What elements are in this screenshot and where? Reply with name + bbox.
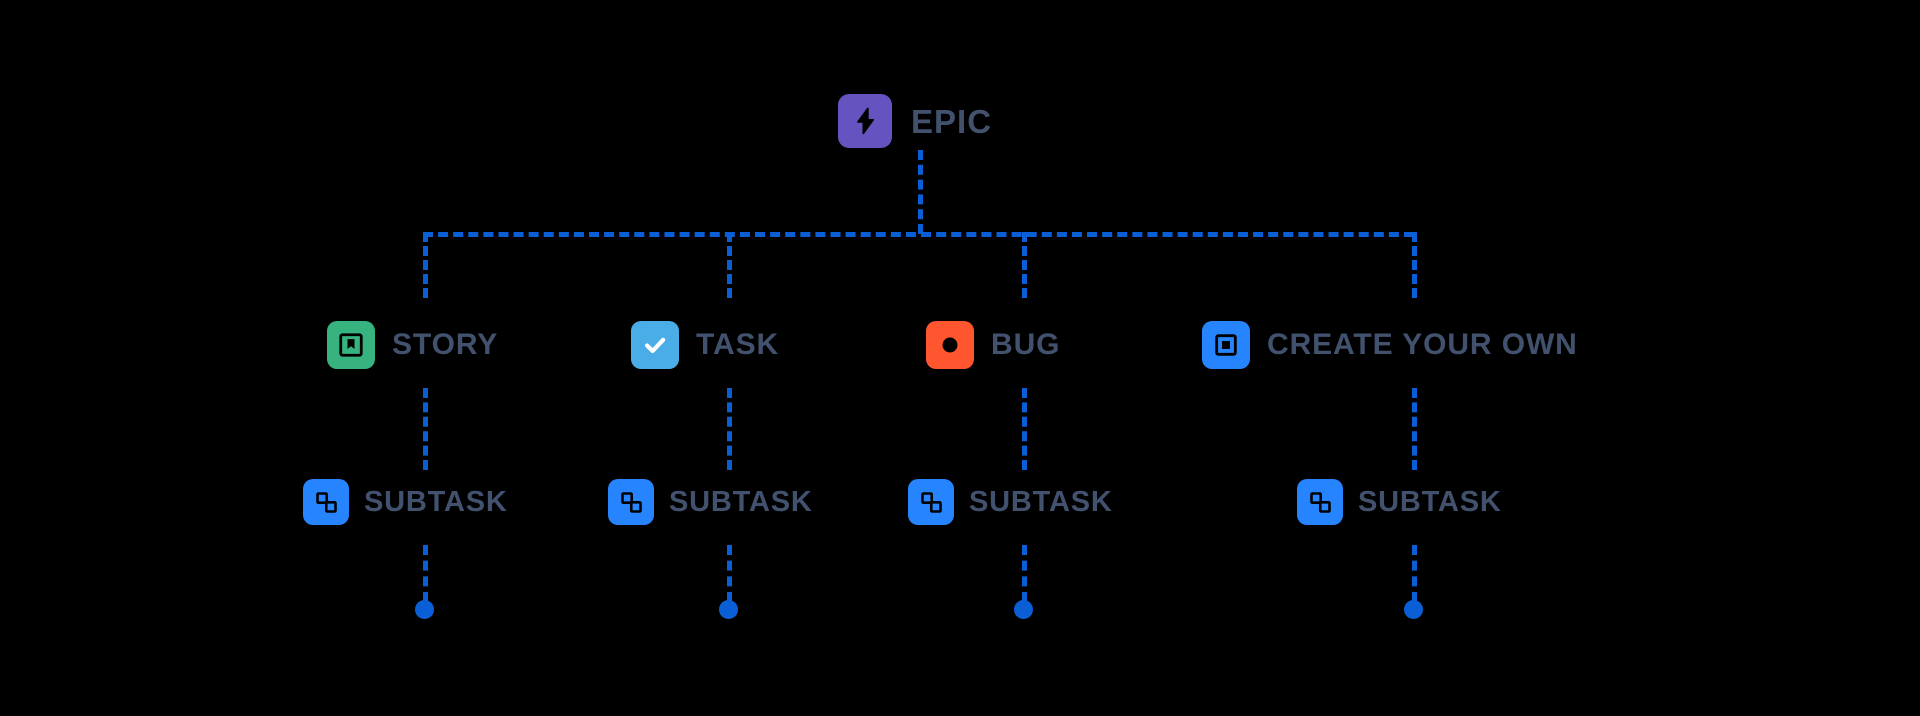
node-subtask-2[interactable]: SUBTASK bbox=[608, 479, 813, 525]
connector-subtask-tail-3 bbox=[1022, 545, 1027, 602]
nested-square-icon bbox=[1202, 321, 1250, 369]
subtask-icon bbox=[608, 479, 654, 525]
connector-horizontal-bus bbox=[423, 232, 1414, 237]
connector-story-subtask bbox=[423, 388, 428, 470]
node-create-your-own[interactable]: CREATE YOUR OWN bbox=[1202, 321, 1578, 369]
connector-subtask-tail-1 bbox=[423, 545, 428, 602]
node-story[interactable]: STORY bbox=[327, 321, 498, 369]
connector-custom-subtask bbox=[1412, 388, 1417, 470]
connector-subtask-tail-4 bbox=[1412, 545, 1417, 602]
node-task-label: TASK bbox=[696, 328, 780, 361]
node-task[interactable]: TASK bbox=[631, 321, 779, 369]
connector-task-subtask bbox=[727, 388, 732, 470]
node-epic[interactable]: EPIC bbox=[838, 94, 992, 148]
connector-bug-subtask bbox=[1022, 388, 1027, 470]
bookmark-icon bbox=[327, 321, 375, 369]
connector-drop-bug bbox=[1022, 232, 1027, 298]
node-story-label: STORY bbox=[392, 328, 499, 361]
node-subtask-1[interactable]: SUBTASK bbox=[303, 479, 508, 525]
node-create-your-own-label: CREATE YOUR OWN bbox=[1267, 328, 1578, 361]
subtask-icon bbox=[908, 479, 954, 525]
connector-drop-task bbox=[727, 232, 732, 298]
subtask-icon bbox=[1297, 479, 1343, 525]
terminal-dot-2 bbox=[719, 600, 738, 619]
subtask-icon bbox=[303, 479, 349, 525]
terminal-dot-4 bbox=[1404, 600, 1423, 619]
connector-subtask-tail-2 bbox=[727, 545, 732, 602]
node-subtask-3[interactable]: SUBTASK bbox=[908, 479, 1113, 525]
node-subtask-2-label: SUBTASK bbox=[669, 485, 813, 518]
terminal-dot-3 bbox=[1014, 600, 1033, 619]
check-icon bbox=[631, 321, 679, 369]
connector-drop-story bbox=[423, 232, 428, 298]
node-bug[interactable]: BUG bbox=[926, 321, 1060, 369]
terminal-dot-1 bbox=[415, 600, 434, 619]
node-epic-label: EPIC bbox=[911, 102, 993, 140]
node-subtask-4-label: SUBTASK bbox=[1358, 485, 1502, 518]
lightning-bolt-icon bbox=[838, 94, 892, 148]
connector-drop-custom bbox=[1412, 232, 1417, 298]
node-bug-label: BUG bbox=[991, 328, 1061, 361]
node-subtask-1-label: SUBTASK bbox=[364, 485, 508, 518]
bug-circle-icon bbox=[926, 321, 974, 369]
node-subtask-4[interactable]: SUBTASK bbox=[1297, 479, 1502, 525]
node-subtask-3-label: SUBTASK bbox=[969, 485, 1113, 518]
connector-epic-stem bbox=[918, 150, 923, 234]
